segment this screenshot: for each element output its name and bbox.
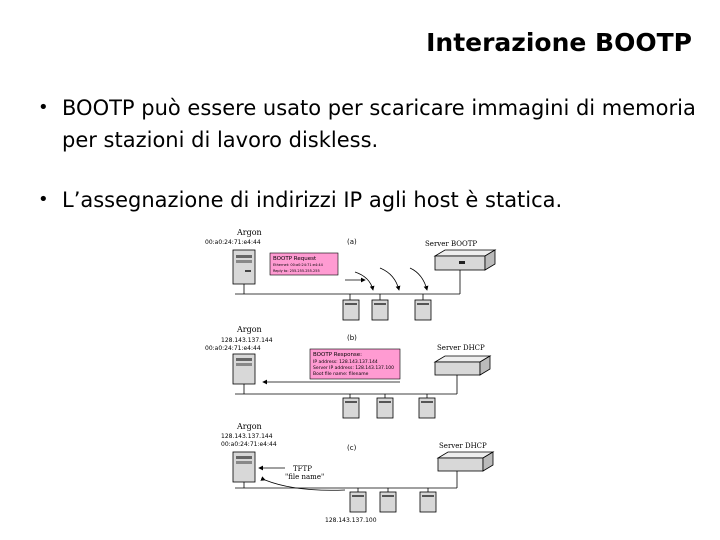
host-ip-label: 128.143.137.144: [221, 337, 273, 344]
host-mac-label: 00:a0:24:71:e4:44: [221, 441, 277, 448]
panel-tag: (c): [347, 444, 357, 452]
bootp-response-message: BOOTP Response: IP address: 128.143.137.…: [309, 348, 401, 380]
workstation-icon: [376, 397, 394, 419]
panel-tag: (a): [347, 238, 357, 246]
message-line: Ethernet: 00:a0:24:71:e4:44: [273, 263, 324, 267]
message-line: BOOTP Response:: [313, 352, 362, 358]
host-ip-label: 128.143.137.144: [221, 433, 273, 440]
slide-title: Interazione BOOTP: [426, 28, 692, 57]
bullet-item: • L’assegnazione di indirizzi IP agli ho…: [38, 184, 698, 216]
workstation-icon: [349, 491, 367, 513]
server-icon: [436, 451, 495, 472]
file-transfer-arrow: [260, 476, 346, 491]
bullet-text: BOOTP può essere usato per scaricare imm…: [62, 96, 696, 152]
workstation-icon: [232, 451, 256, 483]
host-name-label: Argon: [236, 325, 262, 334]
server-label: Server DHCP: [439, 442, 487, 450]
panel-c: Argon 128.143.137.144 00:a0:24:71:e4:44 …: [221, 422, 495, 524]
host-mac-label: 00:a0:24:71:e4:44: [205, 239, 261, 246]
workstation-icon: [379, 491, 397, 513]
server-ip-label: 128.143.137.100: [325, 517, 377, 524]
message-line: IP address: 128.143.137.144: [313, 359, 378, 365]
bullet-symbol: •: [38, 189, 49, 210]
workstation-icon: [414, 299, 432, 321]
server-label: Server DHCP: [437, 344, 485, 352]
broadcast-arrows: [345, 267, 429, 291]
panel-tag: (b): [347, 334, 357, 342]
bullet-symbol: •: [38, 97, 49, 118]
workstation-icon: [232, 249, 256, 285]
tftp-label: TFTP: [293, 465, 312, 473]
workstation-icon: [371, 299, 389, 321]
workstation-icon: [418, 397, 436, 419]
panel-b: Argon 128.143.137.144 00:a0:24:71:e4:44 …: [205, 325, 492, 419]
bootp-interaction-diagram: Argon 00:a0:24:71:e4:44 (a) Server BOOTP…: [205, 228, 497, 524]
workstation-icon: [342, 397, 360, 419]
server-icon: [433, 355, 492, 376]
message-line: Boot file name: filename: [313, 371, 369, 377]
message-line: Reply to: 255.255.255.255: [273, 269, 320, 273]
bootp-request-message: BOOTP Request Ethernet: 00:a0:24:71:e4:4…: [269, 252, 339, 276]
host-name-label: Argon: [236, 422, 262, 431]
panel-a: Argon 00:a0:24:71:e4:44 (a) Server BOOTP…: [205, 228, 497, 321]
message-line: Server IP address: 128.143.137.100: [313, 365, 394, 371]
file-name-label: "file name": [285, 473, 324, 481]
host-name-label: Argon: [236, 228, 262, 237]
bullet-text: L’assegnazione di indirizzi IP agli host…: [62, 188, 563, 212]
workstation-icon: [419, 491, 437, 513]
bullet-item: • BOOTP può essere usato per scaricare i…: [38, 92, 698, 156]
workstation-icon: [232, 353, 256, 385]
host-mac-label: 00:a0:24:71:e4:44: [205, 345, 261, 352]
workstation-icon: [342, 299, 360, 321]
server-label: Server BOOTP: [425, 240, 477, 248]
message-line: BOOTP Request: [273, 256, 317, 262]
server-icon: [433, 249, 497, 271]
